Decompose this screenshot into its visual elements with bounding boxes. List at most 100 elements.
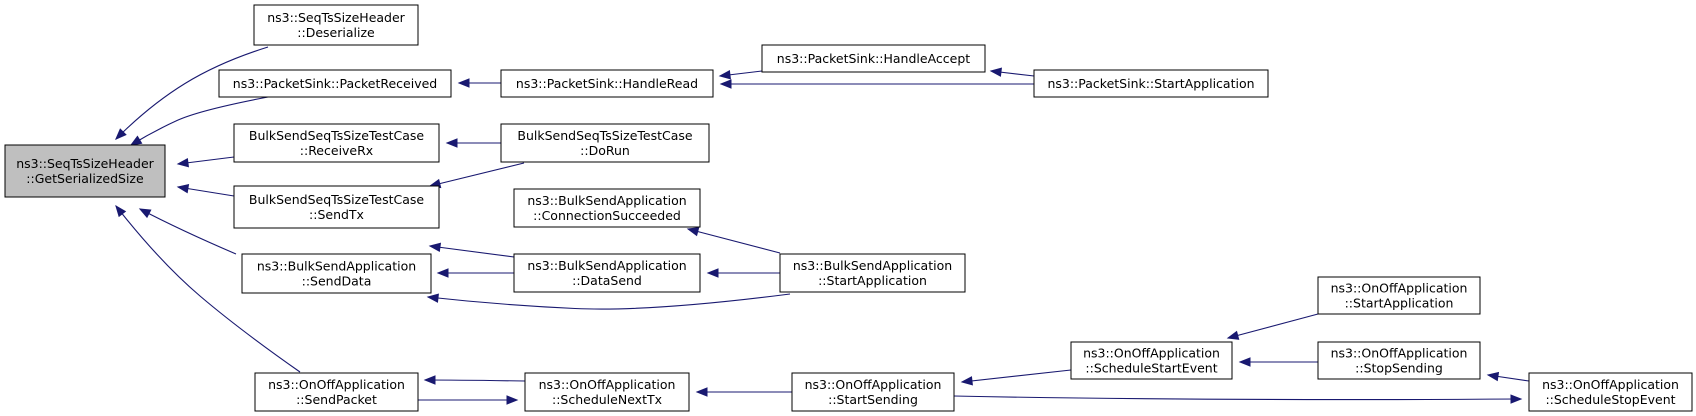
- edge-connection-succeeded-to-bulk-send-data: [429, 245, 515, 258]
- node-handle-read[interactable]: ns3::PacketSink::HandleRead: [500, 69, 714, 98]
- node-box: [233, 123, 440, 163]
- edge-onoff-send-packet-to-root-arrowhead: [115, 204, 127, 218]
- edge-stop-sending-to-schedule-start-event-arrowhead: [1238, 357, 1251, 367]
- edge-send-tx-to-root-arrowhead: [176, 183, 190, 194]
- node-box: [218, 69, 452, 98]
- node-connection-succeeded[interactable]: ns3::BulkSendApplication::ConnectionSucc…: [513, 188, 701, 228]
- node-label-line: ns3::SeqTsSizeHeader: [16, 156, 154, 171]
- node-onoff-start-app[interactable]: ns3::OnOffApplication::StartApplication: [1317, 276, 1481, 315]
- edge-start-sending-to-schedule-next-tx-arrowhead: [695, 387, 708, 397]
- edge-receive-rx-to-root-arrowhead: [176, 157, 190, 168]
- node-box: [500, 69, 714, 98]
- node-schedule-stop-event[interactable]: ns3::OnOffApplication::ScheduleStopEvent: [1528, 372, 1693, 412]
- node-bulk-start-app[interactable]: ns3::BulkSendApplication::StartApplicati…: [779, 253, 966, 293]
- edge-onoff-start-app-to-schedule-start-event: [1227, 313, 1319, 339]
- node-deserialize[interactable]: ns3::SeqTsSizeHeader::Deserialize: [253, 4, 419, 46]
- node-box: [1317, 276, 1481, 315]
- edge-onoff-send-packet-to-root: [115, 205, 301, 373]
- node-box: [1033, 69, 1269, 98]
- node-label-line: ::GetSerializedSize: [26, 171, 144, 186]
- node-box: [1070, 341, 1233, 380]
- node-box: [1528, 372, 1693, 412]
- node-label-line: ::SendPacket: [296, 392, 377, 407]
- edge-bulk-start-app-to-data-send-arrowhead: [706, 268, 719, 278]
- edge-handle-accept-to-handle-read-arrowhead: [718, 70, 731, 80]
- node-label-line: ::SendTx: [309, 207, 364, 222]
- node-box: [1317, 341, 1481, 380]
- node-label-line: ::StartSending: [828, 392, 918, 407]
- node-onoff-send-packet[interactable]: ns3::OnOffApplication::SendPacket: [254, 372, 419, 412]
- node-label-line: ::ConnectionSucceeded: [533, 208, 681, 223]
- node-data-send[interactable]: ns3::BulkSendApplication::DataSend: [513, 253, 701, 293]
- edge-schedule-next-tx-to-onoff-send-packet: [424, 379, 526, 382]
- node-box: [513, 188, 701, 228]
- edge-onoff-start-app-to-schedule-start-event-arrowhead: [1226, 330, 1240, 340]
- node-label-line: ::Deserialize: [297, 25, 375, 40]
- node-label-line: BulkSendSeqTsSizeTestCase: [249, 128, 425, 143]
- node-handle-accept[interactable]: ns3::PacketSink::HandleAccept: [761, 44, 986, 73]
- edge-schedule-stop-event-to-stop-sending-arrowhead: [1486, 371, 1500, 382]
- node-label-line: ns3::OnOffApplication: [1331, 346, 1468, 361]
- node-label-line: ns3::OnOffApplication: [1331, 281, 1468, 296]
- node-label-line: ns3::OnOffApplication: [1083, 346, 1220, 361]
- edge-sink-start-app-to-handle-read-arrowhead: [719, 79, 732, 89]
- node-root[interactable]: ns3::SeqTsSizeHeader::GetSerializedSize: [4, 144, 166, 198]
- node-do-run[interactable]: BulkSendSeqTsSizeTestCase::DoRun: [500, 123, 710, 163]
- node-box: [500, 123, 710, 163]
- node-label-line: ns3::PacketSink::StartApplication: [1047, 76, 1254, 91]
- node-box: [253, 4, 419, 46]
- edge-bulk-start-app-to-bulk-send-data: [427, 293, 791, 310]
- node-label-line: ns3::PacketSink::HandleAccept: [777, 51, 970, 66]
- node-packet-received[interactable]: ns3::PacketSink::PacketReceived: [218, 69, 452, 98]
- node-bulk-send-data[interactable]: ns3::BulkSendApplication::SendData: [241, 253, 432, 294]
- node-box: [791, 372, 955, 412]
- node-send-tx[interactable]: BulkSendSeqTsSizeTestCase::SendTx: [233, 185, 440, 229]
- node-label-line: ::ScheduleStopEvent: [1545, 392, 1675, 407]
- edge-schedule-next-tx-to-onoff-send-packet-arrowhead: [423, 375, 436, 385]
- edge-deserialize-to-root: [115, 46, 269, 140]
- node-sink-start-app[interactable]: ns3::PacketSink::StartApplication: [1033, 69, 1269, 98]
- node-label-line: ns3::BulkSendApplication: [527, 193, 686, 208]
- node-label-line: BulkSendSeqTsSizeTestCase: [249, 192, 425, 207]
- edge-handle-read-to-packet-received-arrowhead: [457, 78, 470, 88]
- node-label-line: ns3::OnOffApplication: [539, 377, 676, 392]
- node-start-sending[interactable]: ns3::OnOffApplication::StartSending: [791, 372, 955, 412]
- edge-do-run-to-send-tx: [429, 162, 525, 187]
- edge-bulk-start-app-to-connection-succeeded-arrowhead: [686, 227, 700, 237]
- node-box: [761, 44, 986, 73]
- node-label-line: ::ScheduleStartEvent: [1085, 361, 1217, 376]
- edge-schedule-start-event-to-start-sending-arrowhead: [960, 376, 973, 386]
- node-label-line: ns3::PacketSink::HandleRead: [516, 76, 698, 91]
- edge-bulk-start-app-to-connection-succeeded: [687, 228, 781, 254]
- node-label-line: ::ReceiveRx: [300, 143, 373, 158]
- edge-data-send-to-bulk-send-data-arrowhead: [436, 268, 449, 278]
- node-label-line: ::DoRun: [580, 143, 630, 158]
- edges-layer: [115, 46, 1530, 405]
- node-schedule-next-tx[interactable]: ns3::OnOffApplication::ScheduleNextTx: [524, 372, 690, 412]
- edge-bulk-send-data-to-root-arrowhead: [138, 208, 152, 219]
- node-stop-sending[interactable]: ns3::OnOffApplication::StopSending: [1317, 341, 1481, 380]
- node-box: [233, 185, 440, 229]
- edge-start-sending-to-schedule-stop-event-arrowhead: [1510, 394, 1523, 404]
- edge-packet-received-to-root-arrowhead: [129, 135, 143, 146]
- node-receive-rx[interactable]: BulkSendSeqTsSizeTestCase::ReceiveRx: [233, 123, 440, 163]
- edge-deserialize-to-root-arrowhead: [115, 128, 127, 140]
- edge-bulk-start-app-to-bulk-send-data-arrowhead: [426, 293, 439, 303]
- edge-do-run-to-receive-rx-arrowhead: [445, 138, 458, 148]
- node-label-line: ns3::BulkSendApplication: [527, 258, 686, 273]
- edge-sink-start-app-to-handle-accept-arrowhead: [989, 67, 1002, 77]
- node-label-line: ::StartApplication: [1345, 296, 1454, 311]
- edge-bulk-send-data-to-root: [139, 208, 237, 255]
- node-label-line: ::ScheduleNextTx: [552, 392, 662, 407]
- node-label-line: BulkSendSeqTsSizeTestCase: [517, 128, 693, 143]
- edge-packet-received-to-root: [130, 96, 269, 146]
- node-schedule-start-event[interactable]: ns3::OnOffApplication::ScheduleStartEven…: [1070, 341, 1233, 380]
- node-label-line: ::StopSending: [1355, 361, 1443, 376]
- nodes-layer: ns3::SeqTsSizeHeader::GetSerializedSizen…: [4, 4, 1693, 412]
- node-label-line: ns3::SeqTsSizeHeader: [267, 10, 405, 25]
- edge-onoff-send-packet-to-schedule-next-tx-arrowhead: [506, 395, 519, 405]
- node-label-line: ::SendData: [302, 274, 372, 289]
- node-box: [524, 372, 690, 412]
- node-box: [779, 253, 966, 293]
